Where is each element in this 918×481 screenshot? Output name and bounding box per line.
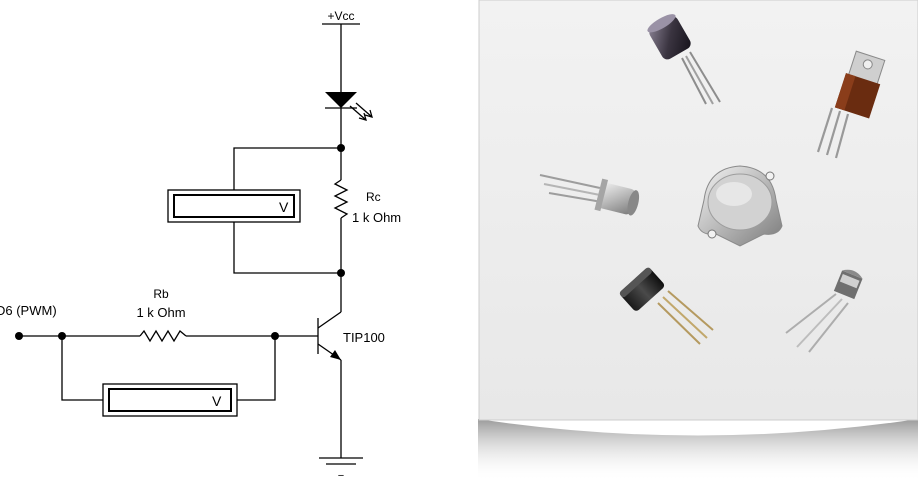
rb-value-label: 1 k Ohm <box>136 305 185 320</box>
voltmeter-base: V <box>102 383 238 417</box>
rb-resistor <box>139 329 187 343</box>
rc-value-label: 1 k Ohm <box>352 210 401 225</box>
vcc-terminal: +Vcc <box>322 9 360 92</box>
to39-metal-can-transistor-icon <box>647 14 721 105</box>
ground-symbol: − <box>319 457 363 481</box>
photo-background <box>478 0 918 421</box>
panel-shadow <box>478 419 918 481</box>
to92-transistor-icon <box>785 269 863 353</box>
junction-dot <box>337 269 345 277</box>
transistor-photo-panel <box>478 0 918 481</box>
led-symbol <box>325 92 373 148</box>
input-label: D6 (PWM) <box>0 303 57 318</box>
to18-metal-can-transistor-icon <box>539 174 640 216</box>
to220-transistor-icon <box>816 50 886 159</box>
circuit-schematic: +Vcc Rc 1 k Ohm V <box>0 9 401 481</box>
transistor-label: TIP100 <box>343 330 385 345</box>
rb-name-label: Rb <box>153 287 169 301</box>
rc-name-label: Rc <box>366 190 381 204</box>
to126-transistor-icon <box>619 267 714 345</box>
voltmeter-2-unit: V <box>212 393 222 409</box>
voltmeter-collector: V <box>167 189 301 223</box>
light-emission-arrows-icon <box>349 102 373 121</box>
vcc-label: +Vcc <box>327 9 354 23</box>
rc-resistor <box>333 179 349 219</box>
to3-power-transistor-icon <box>697 165 783 247</box>
junction-dot <box>337 144 345 152</box>
npn-transistor-symbol: TIP100 <box>317 311 385 361</box>
ground-label: − <box>338 470 344 481</box>
voltmeter-1-unit: V <box>279 199 289 215</box>
input-terminal: D6 (PWM) <box>0 303 57 340</box>
